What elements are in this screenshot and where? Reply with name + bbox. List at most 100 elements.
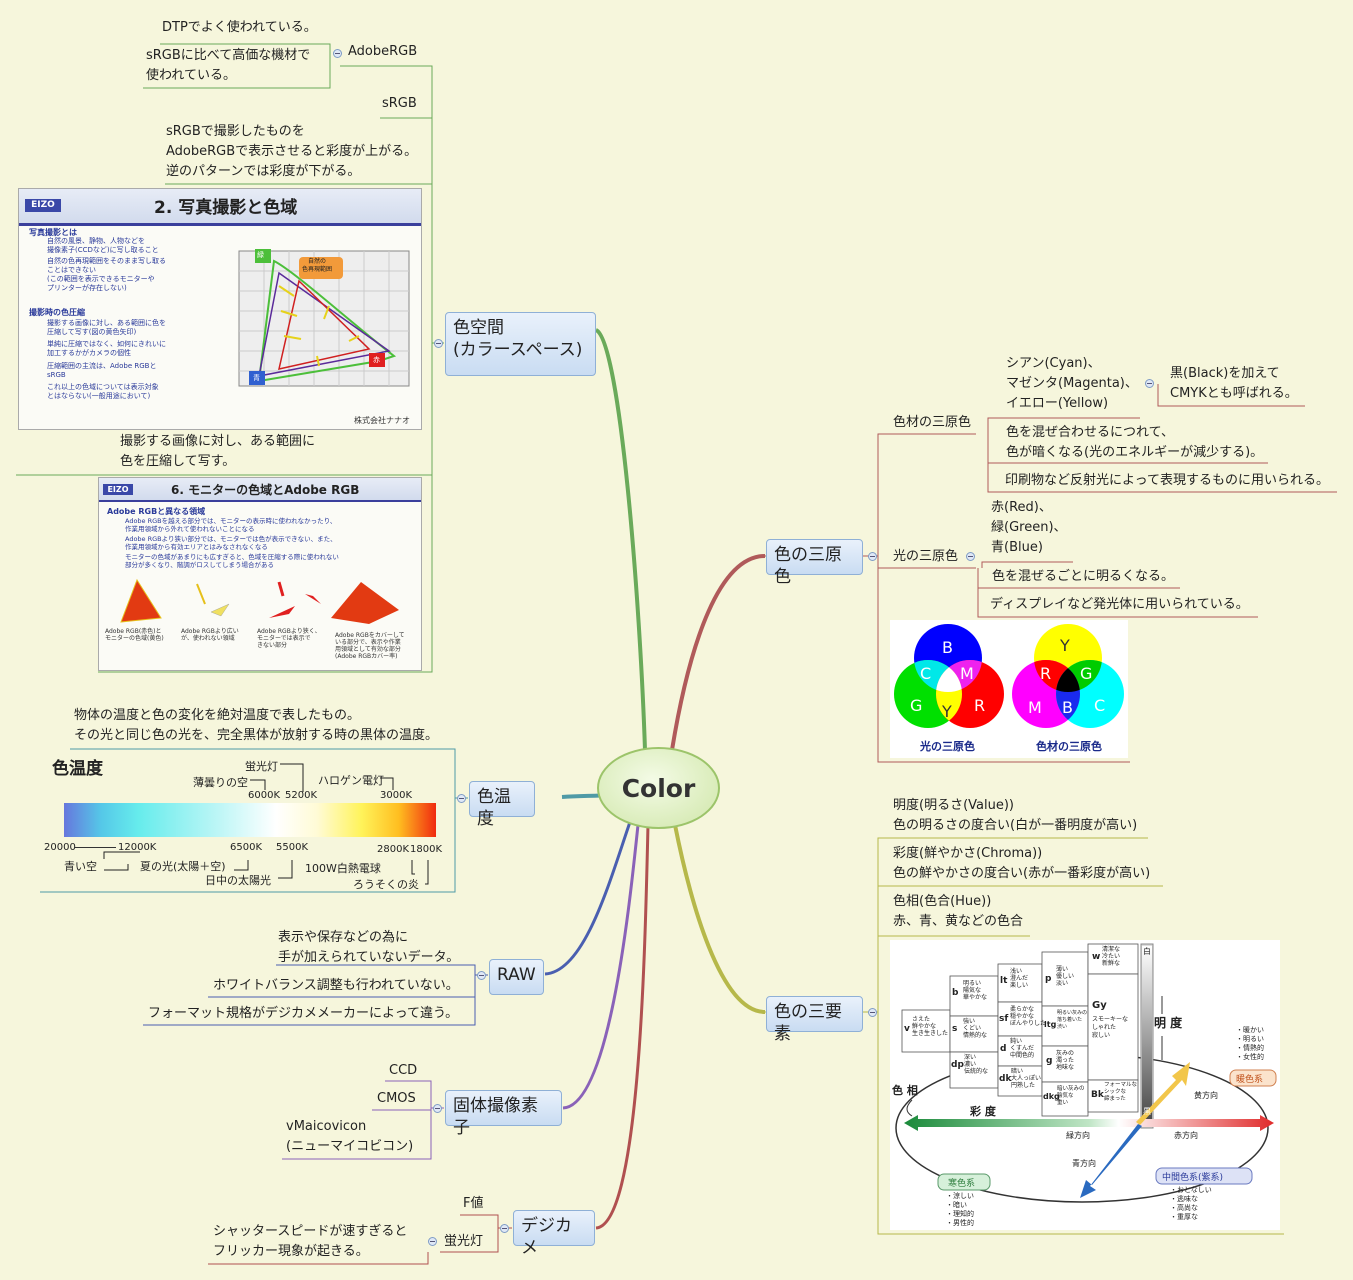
primaries-light-note-2[interactable]: ディスプレイなど発光体に用いられている。	[990, 597, 1249, 612]
topic-colorspace[interactable]: 色空間 (カラースペース)	[445, 312, 596, 376]
tone-dk: dk	[999, 1074, 1012, 1084]
tone-mid: 中間色系(紫系)	[1162, 1173, 1224, 1183]
tone-v: v	[904, 1024, 910, 1034]
topic-camera[interactable]: デジカメ	[513, 1210, 595, 1258]
camera-flicker-note[interactable]: シャッタースピードが速すぎると フリッカー現象が起きる。	[213, 1224, 408, 1259]
topic-elements-label: 色の三要素	[774, 1002, 842, 1044]
topic-raw[interactable]: RAW	[489, 959, 544, 995]
camera-fluorescent[interactable]: 蛍光灯	[444, 1234, 484, 1249]
elements-chroma[interactable]: 彩度(鮮やかさ(Chroma)) 色の鮮やかさの度合い(赤が一番彩度が高い)	[893, 846, 1151, 881]
slide1-h2: 撮影時の色圧縮	[29, 308, 85, 317]
venn-light-Y: Y	[942, 702, 952, 721]
raw-note-3[interactable]: フォーマット規格がデジカメメーカーによって違う。	[148, 1006, 459, 1021]
collapse-primaries[interactable]	[868, 552, 877, 561]
tone-dkg: dkg	[1043, 1092, 1060, 1101]
topic-elements[interactable]: 色の三要素	[766, 996, 863, 1044]
raw-note-2[interactable]: ホワイトバランス調整も行われていない。	[213, 978, 459, 993]
label-noon: 日中の太陽光	[205, 874, 271, 887]
camera-fvalue[interactable]: F値	[463, 1196, 484, 1211]
eizo-logo-2: EIZO	[103, 484, 133, 495]
srgb-label[interactable]: sRGB	[382, 96, 417, 111]
primaries-light[interactable]: 光の三原色	[893, 549, 959, 564]
collapse-raw[interactable]	[477, 971, 486, 980]
photo-caption[interactable]: 撮影する画像に対し、ある範囲に 色を圧縮して写す。	[120, 434, 316, 469]
slide2-c4: Adobe RGBをカバーして いる部分で、表示や作業 用領域として有効な部分 …	[335, 632, 405, 660]
venn-mat-C: C	[1094, 696, 1106, 715]
tone-v-desc: さえた 鮮やかな 生き生きした	[912, 1016, 949, 1037]
sensor-ccd[interactable]: CCD	[389, 1063, 418, 1078]
venn-light-B: B	[942, 638, 953, 657]
srgb-note[interactable]: sRGBで撮影したものを AdobeRGBで表示させると彩度が上がる。 逆のパタ…	[166, 124, 418, 179]
tone-w: w	[1092, 952, 1101, 962]
collapse-sensor[interactable]	[433, 1104, 442, 1113]
tone-bk: Bk	[1091, 1090, 1104, 1100]
topic-temperature[interactable]: 色温度	[469, 781, 535, 829]
primaries-material-note-2[interactable]: 印刷物など反射光によって表現するものに用いられる。	[1005, 473, 1329, 488]
tone-sf: sf	[999, 1014, 1009, 1024]
collapse-light[interactable]	[966, 552, 975, 561]
adobergb-note-cost[interactable]: sRGBに比べて高価な機材で 使われている。	[146, 48, 311, 83]
tone-w-desc: 清潔な 冷たい 新鮮な	[1102, 946, 1121, 967]
primaries-material-list[interactable]: シアン(Cyan)、 マゼンタ(Magenta)、 イエロー(Yellow)	[1006, 356, 1138, 411]
tone-red-dir: 赤方向	[1174, 1131, 1198, 1140]
primaries-material-black[interactable]: 黒(Black)を加えて CMYKとも呼ばれる。	[1170, 366, 1298, 401]
collapse-cmy[interactable]	[1145, 379, 1154, 388]
venn-mat-G: G	[1080, 664, 1093, 683]
k-1800: 1800K	[410, 844, 443, 855]
tone-cold-list: ・涼しい ・暗い ・理知的 ・男性的	[946, 1192, 974, 1227]
venn-mat-R: R	[1040, 664, 1052, 683]
central-topic[interactable]: Color	[597, 747, 720, 829]
collapse-colorspace[interactable]	[434, 339, 443, 348]
tone-dk-desc: 暗い 大人っぽい 円熟した	[1011, 1068, 1042, 1089]
topic-primaries[interactable]: 色の三原色	[766, 539, 863, 587]
temperature-note[interactable]: 物体の温度と色の変化を絶対温度で表したもの。 その光と同じ色の光を、完全黒体が放…	[74, 708, 439, 743]
tone-diagram-shapes	[895, 943, 1277, 1203]
collapse-camera[interactable]	[500, 1224, 509, 1233]
tone-green-dir: 緑方向	[1066, 1131, 1090, 1140]
tone-p: p	[1045, 974, 1052, 984]
sensor-vmaicovicon[interactable]: vMaicovicon (ニューマイコビコン)	[286, 1119, 414, 1154]
tone-black: 黒	[1143, 1107, 1151, 1116]
elements-hue[interactable]: 色相(色合(Hue)) 赤、青、黄などの色合	[893, 894, 1024, 929]
temperature-scale: 色温度 蛍光灯 薄曇りの空 ハロゲン電灯 6000K 5200K 3000K 2…	[40, 752, 454, 891]
tone-chroma-label: 彩 度	[970, 1105, 996, 1118]
primaries-venn-image: B C M G Y R Y R G M B C 光の三原色 色材の三原色	[890, 620, 1128, 758]
slide1-gamut-chart	[238, 249, 410, 387]
topic-primaries-label: 色の三原色	[774, 545, 842, 587]
primaries-material[interactable]: 色材の三原色	[893, 415, 972, 430]
tone-ltg: ltg	[1044, 1020, 1057, 1029]
tone-lt-desc: 浅い 澄んだ 楽しい	[1010, 968, 1029, 989]
sensor-cmos[interactable]: CMOS	[377, 1091, 416, 1106]
topic-sensor[interactable]: 固体撮像素子	[445, 1090, 562, 1138]
tone-b: b	[952, 988, 959, 998]
tone-blue-dir: 青方向	[1072, 1159, 1096, 1168]
adobergb-label[interactable]: AdobeRGB	[348, 44, 418, 59]
slide2-h1: Adobe RGBと異なる領域	[107, 507, 206, 516]
slide2-b1: Adobe RGBを越える部分では、モニターの表示時に使われなかったり、 作業用…	[125, 517, 337, 533]
collapse-fluorescent[interactable]	[428, 1237, 437, 1246]
primaries-light-note-1[interactable]: 色を混ぜるごとに明るくなる。	[992, 569, 1175, 584]
adobergb-note-dtp[interactable]: DTPでよく使われている。	[162, 20, 317, 35]
tone-diagram: 白 黒 明 度 彩 度 色 相 緑方向 赤方向 青方向 黄方向 暖色系 ・暖かい…	[890, 940, 1280, 1230]
slide1-b1: 自然の風景、静物、人物などを 撮像素子(CCDなど)に写し取ること	[47, 237, 159, 254]
slide2-b3: モニターの色域があまりにも広すぎると、色域を圧縮する際に使われない 部分が多くな…	[125, 553, 339, 569]
raw-note-1[interactable]: 表示や保存などの為に 手が加えられていないデータ。	[278, 930, 460, 965]
slide-photo-gamut: EIZO 2. 写真撮影と色域 写真撮影とは 自然の風景、静物、人物などを 撮像…	[18, 188, 422, 430]
temperature-leaders	[103, 763, 429, 885]
elements-value[interactable]: 明度(明るさ(Value)) 色の明るさの度合い(白が一番明度が高い)	[893, 798, 1138, 833]
primaries-light-list[interactable]: 赤(Red)、 緑(Green)、 青(Blue)	[991, 500, 1067, 555]
tone-hue-label: 色 相	[892, 1084, 918, 1097]
collapse-temperature[interactable]	[457, 794, 466, 803]
tone-s: s	[952, 1024, 958, 1034]
collapse-elements[interactable]	[868, 1008, 877, 1017]
primaries-material-note-1[interactable]: 色を混ぜ合わせるにつれて、 色が暗くなる(光のエネルギーが減少する)。	[1006, 425, 1264, 460]
slide1-b6: これ以上の色域については表示対象 とはならない(一般用途において)	[47, 383, 159, 400]
slide1-blue-label: 青	[253, 374, 260, 382]
temperature-gradient-bar	[64, 803, 436, 837]
tone-lt: lt	[1000, 976, 1008, 986]
label-bulb: 100W白熱電球	[305, 862, 381, 875]
k-2800: 2800K	[377, 844, 410, 855]
venn-mat-M: M	[1028, 698, 1042, 717]
collapse-adobergb[interactable]	[333, 49, 342, 58]
label-candle: ろうそくの炎	[353, 878, 419, 891]
